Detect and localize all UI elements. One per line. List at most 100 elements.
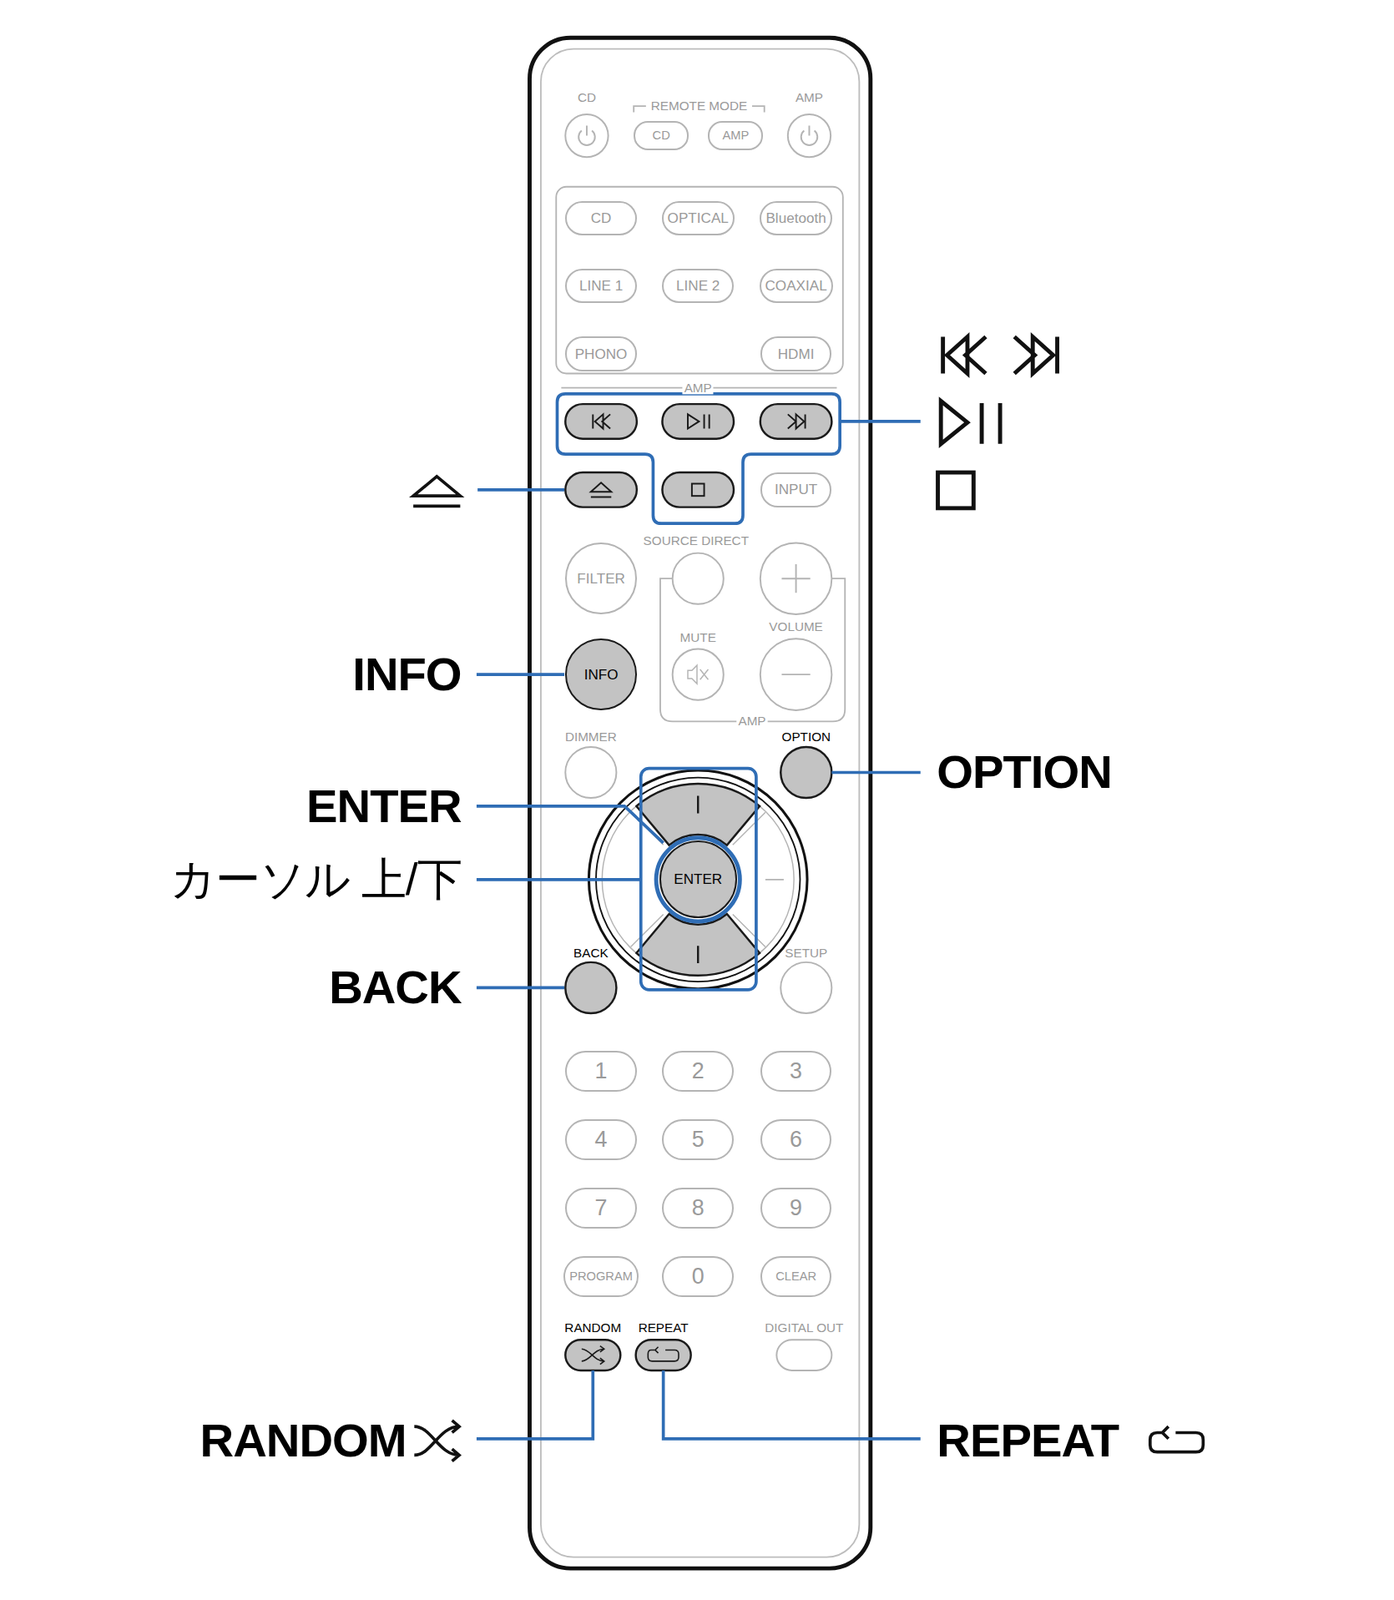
callout-icon bbox=[413, 476, 460, 506]
button-label: 0 bbox=[691, 1265, 705, 1288]
button-heading: AMP bbox=[795, 91, 824, 105]
button-label: 9 bbox=[789, 1197, 803, 1220]
button-heading: OPTION bbox=[782, 730, 832, 743]
pill-button: 8 bbox=[661, 1187, 734, 1229]
leader-line bbox=[476, 986, 565, 990]
transport-button bbox=[661, 404, 734, 440]
button-label: 8 bbox=[691, 1197, 705, 1220]
button-label: AMP bbox=[722, 129, 750, 142]
button-label: LINE 2 bbox=[676, 278, 720, 293]
callout-icon bbox=[938, 472, 975, 509]
power-button bbox=[787, 114, 831, 157]
button-label: COAXIAL bbox=[765, 278, 828, 293]
leader-line bbox=[476, 806, 664, 844]
pill-button: 0 bbox=[661, 1256, 734, 1298]
leader-line bbox=[831, 771, 920, 775]
button-label: 3 bbox=[789, 1060, 803, 1083]
transport-icon bbox=[787, 414, 806, 429]
button-label: LINE 1 bbox=[579, 278, 623, 293]
remote-body bbox=[540, 49, 859, 1558]
highlight-outline bbox=[557, 393, 841, 990]
callout-label: OPTION bbox=[936, 748, 1112, 796]
remote-body bbox=[530, 37, 871, 1569]
callout-label: BACK bbox=[328, 964, 461, 1011]
pill-button: 2 bbox=[661, 1050, 734, 1092]
active-button bbox=[581, 1346, 605, 1365]
transport-icon bbox=[592, 414, 611, 429]
leader-line bbox=[477, 488, 565, 492]
power-button bbox=[801, 125, 819, 146]
button-heading: BACK bbox=[573, 946, 609, 960]
callout-label: RANDOM bbox=[200, 1417, 407, 1465]
pill-button: CLEAR bbox=[760, 1256, 833, 1298]
button-heading: SETUP bbox=[784, 946, 828, 960]
pill-button: COAXIAL bbox=[759, 268, 834, 304]
pill-button: 9 bbox=[760, 1187, 833, 1229]
power-button bbox=[565, 114, 831, 157]
round-button: INFO bbox=[565, 638, 637, 711]
callout-label: カーソル 上/下 bbox=[170, 857, 462, 903]
pill-button: 7 bbox=[565, 1187, 637, 1229]
leader-line bbox=[839, 419, 921, 424]
button-label: HDMI bbox=[777, 347, 815, 362]
callout-icon bbox=[940, 400, 1001, 444]
active-button bbox=[565, 747, 832, 1371]
grey-button bbox=[687, 665, 708, 684]
grey-button bbox=[565, 542, 832, 1370]
pill-button: CD bbox=[633, 121, 689, 150]
button-label: FILTER bbox=[576, 571, 626, 586]
leader-line bbox=[476, 672, 565, 677]
pill-button: 1 bbox=[565, 1050, 637, 1092]
pill-button: Bluetooth bbox=[759, 201, 832, 237]
pill-button: INPUT bbox=[760, 472, 833, 508]
button-label: INFO bbox=[584, 667, 619, 682]
pill-button: PHONO bbox=[565, 336, 637, 372]
pill-button: 6 bbox=[760, 1119, 833, 1161]
callout-icon bbox=[414, 1420, 460, 1462]
transport-button bbox=[760, 404, 833, 440]
pill-button: OPTICAL bbox=[661, 201, 735, 237]
leader-line bbox=[476, 878, 642, 882]
button-label: 6 bbox=[789, 1128, 803, 1152]
grey-frame bbox=[555, 106, 845, 722]
button-label: 7 bbox=[595, 1197, 608, 1220]
callout-icon bbox=[1014, 336, 1057, 374]
button-label: PROGRAM bbox=[569, 1270, 633, 1283]
highlight-outline bbox=[641, 768, 757, 990]
group-heading: AMP bbox=[736, 715, 768, 728]
button-label: PHONO bbox=[575, 347, 628, 362]
button-label: 4 bbox=[595, 1128, 608, 1152]
round-button: FILTER bbox=[565, 542, 637, 615]
power-button bbox=[578, 125, 596, 146]
button-heading: DIGITAL OUT bbox=[764, 1321, 844, 1334]
button-label: ENTER bbox=[673, 872, 723, 887]
button-heading: REPEAT bbox=[638, 1321, 689, 1334]
group-heading: REMOTE MODE bbox=[649, 100, 749, 113]
button-label: Bluetooth bbox=[765, 211, 826, 226]
pill-button: LINE 2 bbox=[661, 268, 734, 304]
grey-button bbox=[776, 1339, 832, 1371]
leader-line bbox=[476, 1370, 593, 1440]
callout-label: REPEAT bbox=[936, 1417, 1119, 1465]
active-button bbox=[780, 747, 832, 799]
pill-button: 4 bbox=[565, 1119, 637, 1161]
callout-icon bbox=[413, 336, 1203, 1461]
button-label: INPUT bbox=[774, 482, 818, 497]
pill-button: AMP bbox=[707, 121, 763, 150]
grey-button bbox=[565, 747, 617, 799]
button-label: 5 bbox=[691, 1128, 705, 1152]
button-heading: CD bbox=[577, 91, 596, 105]
button-heading: DIMMER bbox=[565, 730, 617, 743]
grey-button bbox=[672, 553, 724, 605]
active-button bbox=[565, 1339, 621, 1371]
transport-icon bbox=[691, 484, 705, 497]
callout-label: INFO bbox=[352, 651, 461, 698]
active-button bbox=[565, 962, 617, 1014]
button-label: 2 bbox=[691, 1060, 705, 1083]
button-label: CD bbox=[652, 129, 671, 142]
button-heading: SOURCE DIRECT bbox=[643, 534, 749, 547]
pill-button: LINE 1 bbox=[565, 268, 637, 304]
button-heading: RANDOM bbox=[564, 1321, 622, 1334]
transport-button bbox=[565, 404, 637, 440]
